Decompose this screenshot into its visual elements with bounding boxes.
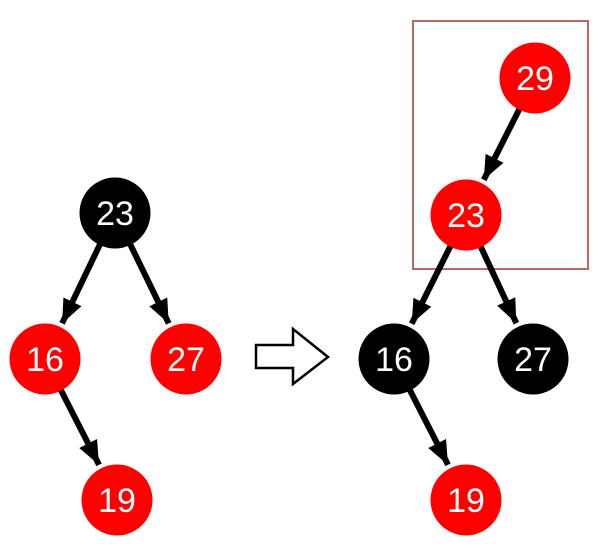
transition-arrow-icon xyxy=(254,326,331,387)
node-before-27: 27 xyxy=(150,323,222,395)
node-label: 27 xyxy=(514,341,552,379)
node-label: 19 xyxy=(98,482,136,520)
node-after-29: 29 xyxy=(499,42,571,114)
red-node-circle xyxy=(430,464,502,536)
red-node-circle xyxy=(499,42,571,114)
black-node-circle xyxy=(497,323,569,395)
tree-after: 29 23 16 27 19 xyxy=(358,42,571,536)
node-label: 19 xyxy=(447,482,485,520)
node-label: 27 xyxy=(167,341,205,379)
black-node-circle xyxy=(79,177,151,249)
node-before-23: 23 xyxy=(79,177,151,249)
node-before-16: 16 xyxy=(9,323,81,395)
node-after-16: 16 xyxy=(358,323,430,395)
node-label: 16 xyxy=(26,341,64,379)
node-label: 16 xyxy=(375,341,413,379)
node-after-23: 23 xyxy=(430,179,502,251)
black-node-circle xyxy=(358,323,430,395)
node-before-19: 19 xyxy=(81,464,153,536)
node-label: 23 xyxy=(96,195,134,233)
red-node-circle xyxy=(9,323,81,395)
red-node-circle xyxy=(150,323,222,395)
tree-before: 23 16 27 19 xyxy=(9,177,222,536)
highlight-box xyxy=(412,20,589,270)
red-node-circle xyxy=(81,464,153,536)
node-after-27: 27 xyxy=(497,323,569,395)
node-after-19: 19 xyxy=(430,464,502,536)
node-label: 23 xyxy=(447,197,485,235)
node-label: 29 xyxy=(516,60,554,98)
red-node-circle xyxy=(430,179,502,251)
